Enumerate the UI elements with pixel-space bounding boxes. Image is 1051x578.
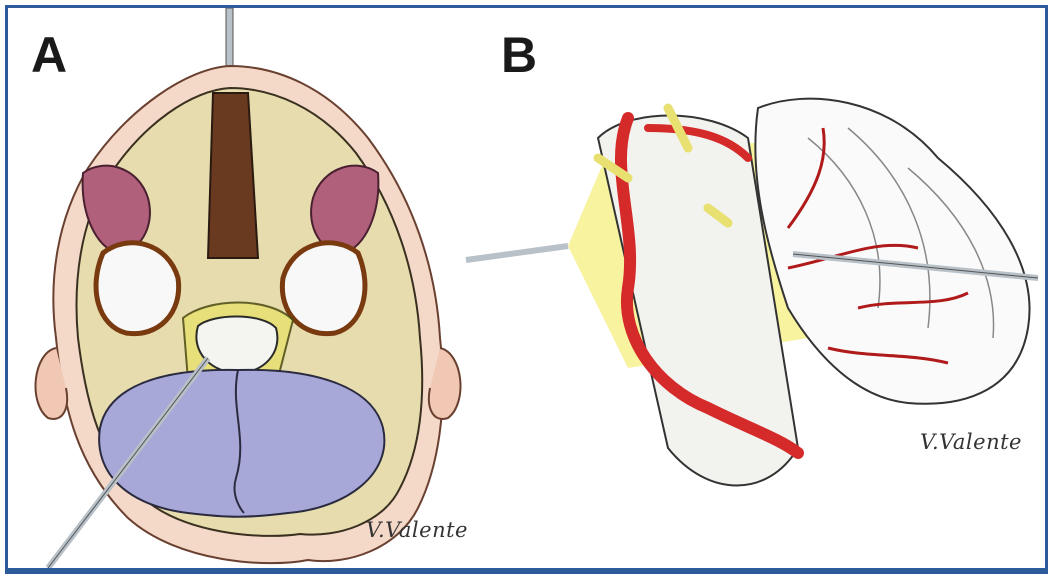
vertebral-artery xyxy=(615,112,804,459)
cerebellar-folia xyxy=(807,127,995,339)
endoscope-lower-edge xyxy=(47,357,209,569)
skull-axial-section-illustration xyxy=(34,8,462,570)
cerebellum-vessels-illustration xyxy=(465,97,1039,487)
basilar-branch xyxy=(644,124,752,162)
vermis-line xyxy=(233,369,245,514)
left-condyle xyxy=(93,240,182,337)
frame-bottom-border xyxy=(8,568,1045,571)
endoscope-b-right-edge xyxy=(792,253,1039,279)
right-ear xyxy=(428,347,462,420)
nasal-cavity xyxy=(206,92,260,259)
figure-frame: A B V.Valente V.Valente xyxy=(5,5,1048,574)
artist-signature-a: V.Valente xyxy=(366,518,468,542)
right-temporal-muscle xyxy=(310,164,380,255)
right-condyle xyxy=(279,240,368,337)
cranial-nerves xyxy=(593,103,733,228)
endoscope-b-left xyxy=(465,243,569,263)
cerebellar-arteries xyxy=(786,127,969,365)
left-temporal-muscle xyxy=(81,164,151,255)
panel-label-b: B xyxy=(501,27,538,83)
artist-signature-b: V.Valente xyxy=(920,430,1022,454)
left-ear xyxy=(34,347,68,420)
cerebellum-b xyxy=(754,97,1031,405)
panel-label-a: A xyxy=(31,27,68,83)
